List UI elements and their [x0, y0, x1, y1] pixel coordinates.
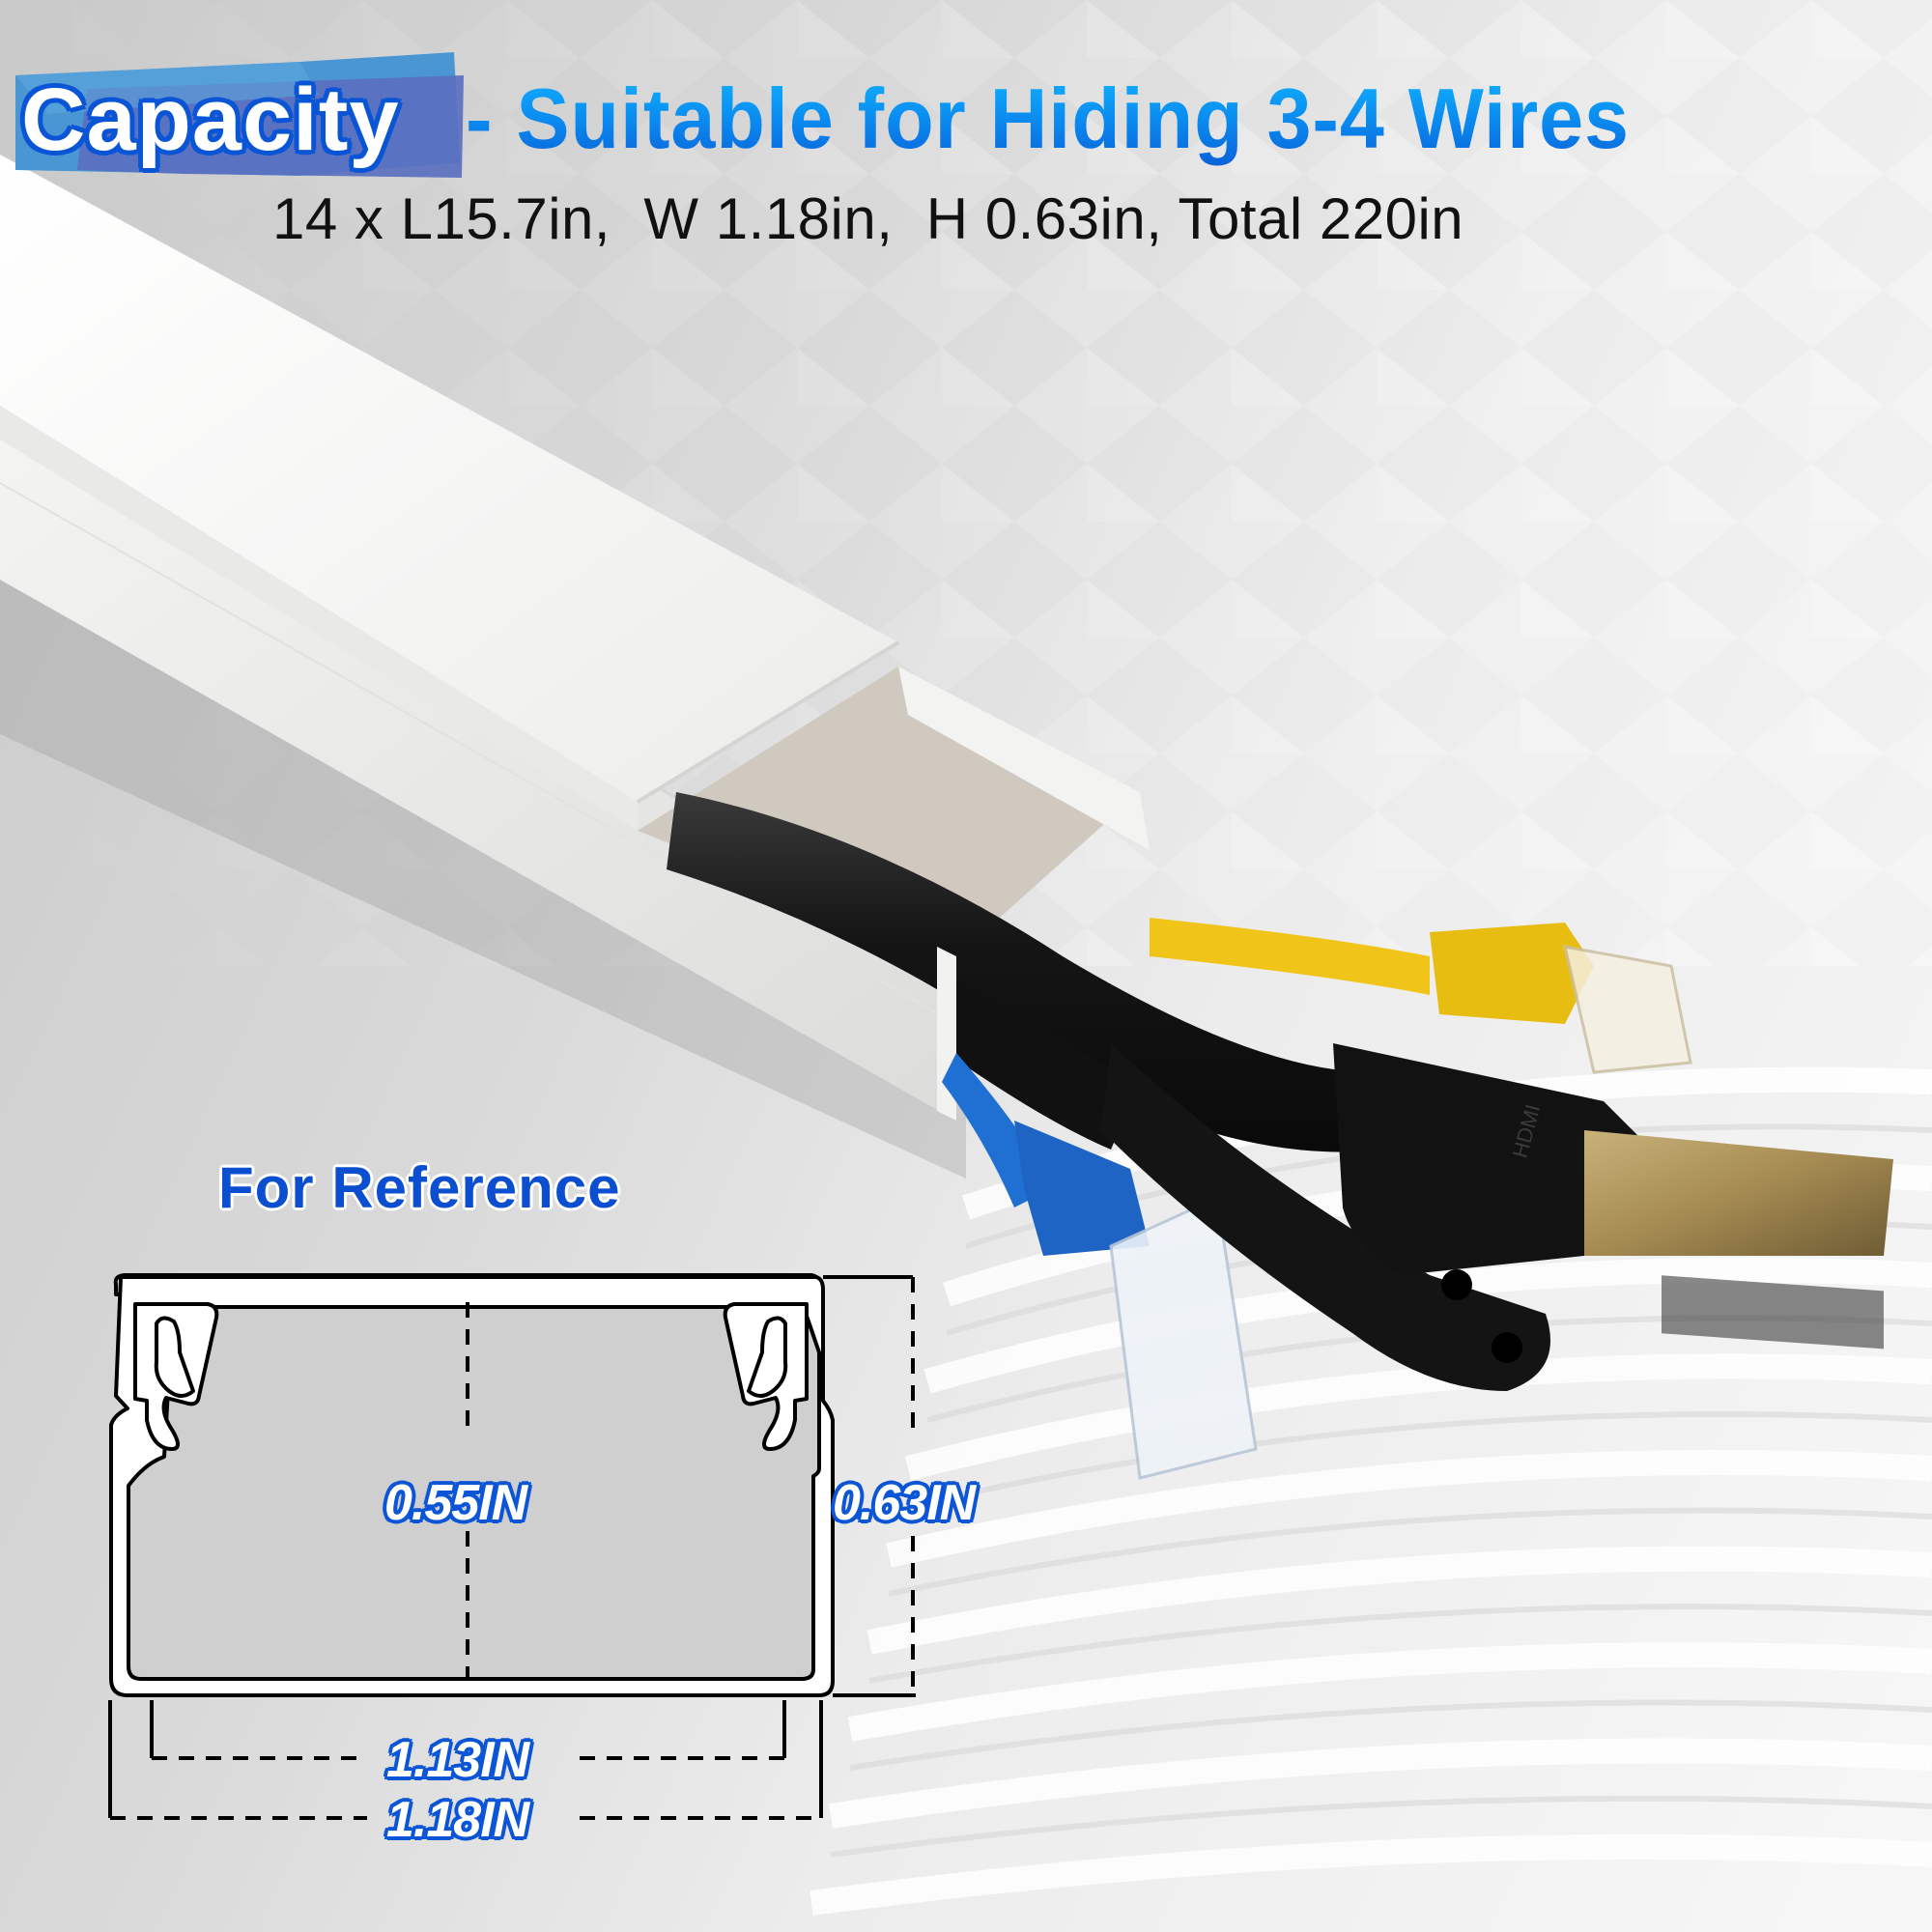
- headline-text: - Suitable for Hiding 3-4 Wires: [466, 71, 1630, 166]
- headline-highlight: Capacity: [21, 71, 400, 169]
- hdmi-connector: HDMI: [1333, 1043, 1893, 1350]
- inner-height-label: 0.55IN: [384, 1475, 527, 1531]
- inner-width-label: 1.13IN: [386, 1732, 529, 1788]
- outer-height-label: 0.63IN: [833, 1475, 976, 1531]
- spec-line: 14 x L15.7in, W 1.18in, H 0.63in, Total …: [272, 186, 1464, 251]
- blue-ethernet-cable: [942, 1053, 1258, 1480]
- reference-title: For Reference: [218, 1155, 621, 1220]
- brush-banner: [15, 52, 464, 178]
- yellow-ethernet-cable: [1150, 918, 1692, 1074]
- raceway-lid: [0, 155, 900, 831]
- black-cable-lower: [947, 976, 1140, 1150]
- black-power-cable: [667, 792, 1391, 1152]
- headline: Capacity - Suitable for Hiding 3-4 Wires: [0, 19, 1932, 178]
- figure8-power-connector: [1101, 1043, 1550, 1391]
- outer-width-label: 1.18IN: [386, 1792, 529, 1848]
